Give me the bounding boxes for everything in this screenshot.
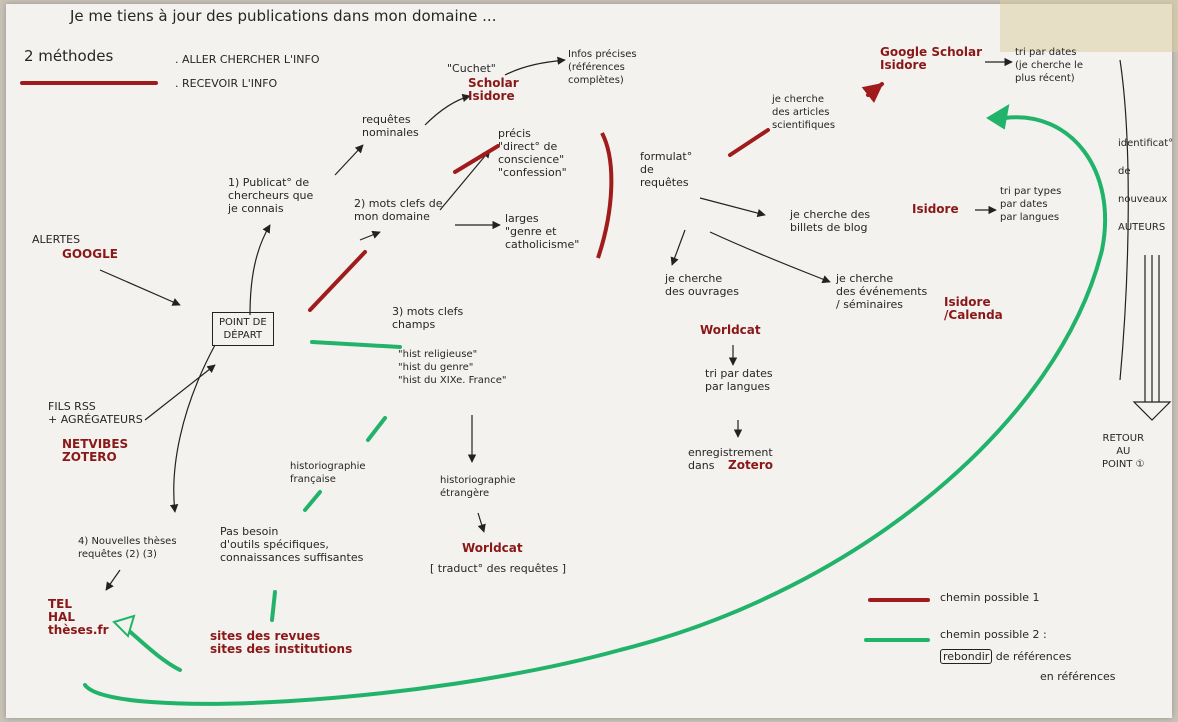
- legend-rebondir: rebondir: [940, 649, 993, 664]
- isidore-calenda-node: Isidore /Calenda: [944, 295, 1003, 322]
- legend-green-swatch: [864, 638, 930, 642]
- start-box: POINT DE DÉPART: [212, 312, 274, 346]
- domain-keywords-node: 2) mots clefs de mon domaine: [354, 197, 443, 223]
- alertes-label: ALERTES: [32, 233, 81, 246]
- publications-node: 1) Publicat° de chercheurs que je connai…: [228, 176, 314, 215]
- field-keywords-list: "hist religieuse" "hist du genre" "hist …: [398, 349, 507, 386]
- red-path-articles-gs: [861, 82, 884, 103]
- green-path-pasbesoin-sites: [270, 590, 277, 622]
- legend-path2-end: en références: [1040, 670, 1116, 683]
- sort-date-language-node: tri par dates par langues: [705, 367, 773, 393]
- retour-arrow: [1132, 255, 1172, 421]
- arrow-nominales-cuchet: [424, 93, 471, 126]
- cuchet-node: "Cuchet": [447, 62, 496, 75]
- tel-hal-node: TEL HAL thèses.fr: [48, 597, 109, 637]
- field-keywords-node: 3) mots clefs champs: [392, 305, 464, 331]
- page-title: Je me tiens à jour des publications dans…: [70, 7, 497, 25]
- zotero-node: Zotero: [728, 458, 773, 472]
- events-node: je cherche des événements / séminaires: [836, 272, 928, 311]
- green-path-loop: [83, 115, 1108, 706]
- green-path-champs-fr: [366, 416, 387, 442]
- return-start-node: RETOUR AU POINT ①: [1102, 433, 1145, 470]
- alertes-tool: GOOGLE: [62, 247, 118, 261]
- blog-posts-node: je cherche des billets de blog: [790, 208, 871, 234]
- method-item: . ALLER CHERCHER L'INFO: [175, 53, 320, 66]
- legend-path1: chemin possible 1: [940, 591, 1040, 604]
- paper-sheet: [6, 4, 1172, 718]
- green-arrowhead-loop: [986, 104, 1010, 130]
- red-path-start-domaine: [308, 250, 367, 312]
- arrow-start-theses: [169, 344, 216, 513]
- isidore-node: Isidore: [912, 202, 959, 216]
- green-arrowhead-tel: [112, 614, 136, 638]
- rss-label: FILS RSS + AGRÉGATEURS: [48, 400, 143, 426]
- broad-keywords-node: larges "genre et catholicisme": [505, 212, 580, 251]
- new-theses-node: 4) Nouvelles thèses requêtes (2) (3): [78, 536, 177, 560]
- green-path-fr-pasbesoin: [303, 490, 322, 512]
- no-tools-node: Pas besoin d'outils spécifiques, connais…: [220, 525, 364, 564]
- legend-path2-title: chemin possible 2 :: [940, 628, 1047, 641]
- arrow-domaine-start: [359, 230, 381, 241]
- rss-tools: NETVIBES ZOTERO: [62, 437, 129, 464]
- bracket-right: [1119, 59, 1129, 381]
- arrow-rss-start: [144, 364, 216, 421]
- precise-info-node: Infos précises (références complètes): [568, 49, 637, 86]
- arrow-alertes-start: [99, 269, 181, 306]
- scholar-isidore-node: Scholar Isidore: [468, 76, 519, 103]
- precise-keywords-node: précis "direct° de conscience" "confessi…: [498, 127, 567, 179]
- articles-node: je cherche des articles scientifiques: [772, 94, 836, 131]
- arrow-domaine-precis: [439, 149, 491, 211]
- sort-by-type-node: tri par types par dates par langues: [1000, 186, 1062, 223]
- arrow-theses-tel: [105, 569, 121, 591]
- masking-tape: [1000, 0, 1178, 52]
- worldcat-node-2: Worldcat: [462, 541, 523, 555]
- legend-path2-line: rebondir de références: [940, 649, 1072, 664]
- worldcat-node: Worldcat: [700, 323, 761, 337]
- query-formulation-node: formulat° de requêtes: [640, 150, 693, 189]
- french-historiography-node: historiographie française: [290, 461, 366, 485]
- nominal-queries-node: requêtes nominales: [362, 113, 419, 139]
- arrow-etr-worldcat: [477, 512, 486, 533]
- method-item: . RECEVOIR L'INFO: [175, 77, 278, 90]
- red-path-form-articles: [728, 128, 770, 157]
- foreign-historiography-node: historiographie étrangère: [440, 475, 516, 499]
- methods-label: 2 méthodes: [24, 47, 114, 65]
- arrow-cuchet-infos: [504, 56, 566, 76]
- query-translation-node: [ traduct° des requêtes ]: [430, 562, 567, 575]
- sort-by-date-node: tri par dates (je cherche le plus récent…: [1015, 47, 1083, 84]
- red-path-domaine-precis: [453, 144, 500, 174]
- arrow-form-evenements: [709, 231, 831, 284]
- bracket-red: [596, 132, 614, 259]
- journal-sites-node: sites des revues sites des institutions: [210, 629, 353, 656]
- arrow-start-publi: [249, 224, 271, 316]
- methods-underline: [20, 81, 158, 85]
- arrow-publi-nominales: [334, 144, 364, 176]
- save-node: enregistrement dans: [688, 446, 773, 472]
- arrow-form-billets: [699, 197, 766, 218]
- legend-red-swatch: [868, 598, 930, 602]
- new-authors-node: identificat° de nouveaux AUTEURS: [1118, 138, 1174, 233]
- google-scholar-isidore-node: Google Scholar Isidore: [880, 45, 983, 72]
- books-node: je cherche des ouvrages: [665, 272, 739, 298]
- green-path-sites-tel: [126, 628, 182, 672]
- legend-path2-rest: de références: [992, 650, 1072, 663]
- green-path-start-champs: [310, 340, 402, 349]
- arrow-form-ouvrages: [670, 229, 686, 266]
